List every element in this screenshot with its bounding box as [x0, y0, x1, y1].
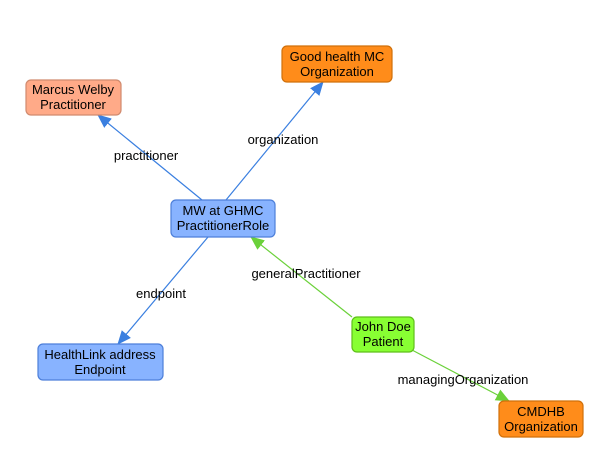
edge-label-general-practitioner: generalPractitioner [251, 266, 361, 281]
node-john-doe-type: Patient [363, 334, 404, 349]
edge-label-managing-organization: managingOrganization [398, 372, 529, 387]
edge-managing-organization [411, 349, 510, 402]
node-cmdhb[interactable]: CMDHB Organization [498, 400, 584, 438]
edge-endpoint [117, 236, 209, 345]
node-john-doe-name: John Doe [355, 319, 411, 334]
edge-organization [225, 81, 324, 201]
node-marcus-welby-box [25, 79, 122, 116]
node-cmdhb-name: CMDHB [517, 404, 565, 419]
node-cmdhb-type: Organization [504, 419, 578, 434]
node-mw-ghmc[interactable]: MW at GHMC PractitionerRole [170, 199, 276, 238]
edge-general-practitioner [250, 236, 353, 318]
node-good-health[interactable]: Good health MC Organization [281, 45, 393, 83]
node-john-doe[interactable]: John Doe Patient [351, 316, 415, 353]
edge-label-practitioner: practitioner [114, 148, 179, 163]
node-cmdhb-box [498, 400, 584, 438]
node-healthlink-name: HealthLink address [44, 347, 156, 362]
node-john-doe-box [351, 316, 415, 353]
node-marcus-welby-type: Practitioner [40, 97, 106, 112]
node-mw-ghmc-type: PractitionerRole [177, 218, 270, 233]
node-good-health-box [281, 45, 393, 83]
node-marcus-welby[interactable]: Marcus Welby Practitioner [25, 79, 122, 116]
node-good-health-name: Good health MC [290, 49, 385, 64]
node-healthlink[interactable]: HealthLink address Endpoint [37, 343, 164, 381]
node-healthlink-box [37, 343, 164, 381]
node-good-health-type: Organization [300, 64, 374, 79]
node-marcus-welby-name: Marcus Welby [32, 82, 115, 97]
edge-label-endpoint: endpoint [136, 286, 186, 301]
edge-practitioner [97, 114, 203, 201]
edge-label-organization: organization [248, 132, 319, 147]
node-mw-ghmc-name: MW at GHMC [183, 203, 264, 218]
node-mw-ghmc-box [170, 199, 276, 238]
node-healthlink-type: Endpoint [74, 362, 126, 377]
